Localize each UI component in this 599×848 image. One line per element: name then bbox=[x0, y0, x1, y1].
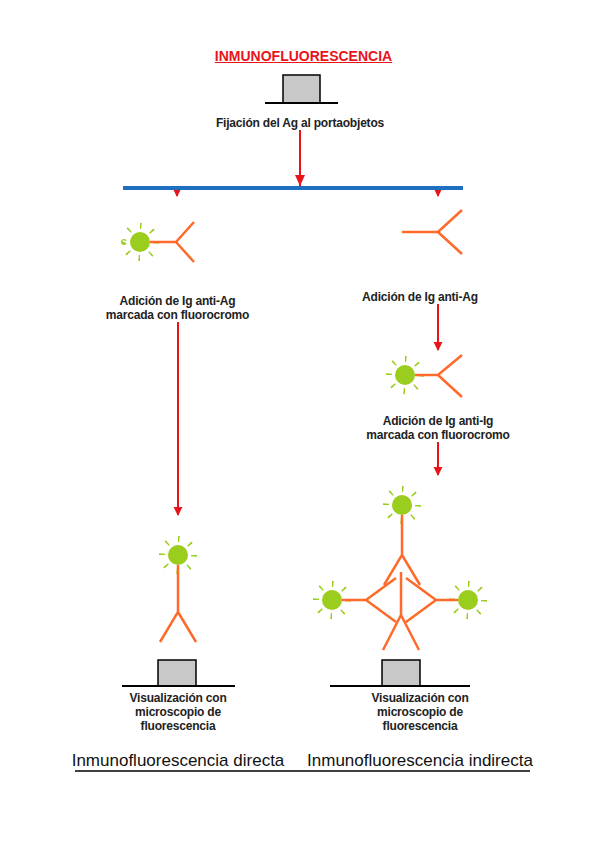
step-caption: Visualización con microscopio de fluores… bbox=[98, 691, 258, 733]
fluorochrome-glow bbox=[386, 489, 418, 521]
fluorochrome-glow bbox=[162, 539, 194, 571]
diagram-title: INMUNOFLUORESCENCIA bbox=[0, 48, 599, 64]
fluorochrome bbox=[458, 590, 478, 610]
step-caption: Adición de Ig anti-Ag bbox=[345, 290, 495, 304]
step-box: Visualización con microscopio de fluores… bbox=[290, 475, 550, 771]
arrow-head bbox=[295, 175, 305, 186]
fluorochrome bbox=[392, 495, 412, 515]
antibody-symbol bbox=[160, 565, 196, 642]
step-caption: Adición de Ig anti-Ig marcada con fluoro… bbox=[358, 414, 518, 442]
slide-line bbox=[265, 102, 338, 104]
step-box: Fijación del Ag al portaobjetos bbox=[190, 70, 410, 130]
antibody-symbol bbox=[383, 572, 419, 650]
step-box: Adición de Ig anti-Ag bbox=[345, 196, 495, 304]
step-caption: Fijación del Ag al portaobjetos bbox=[190, 116, 410, 130]
flow-arrow bbox=[177, 322, 179, 515]
antibody-symbol bbox=[384, 515, 420, 585]
step-box: Visualización con microscopio de fluores… bbox=[60, 515, 296, 771]
heading-rule bbox=[75, 770, 530, 772]
step-caption: Adición de Ig anti-Ag marcada con fluoro… bbox=[103, 294, 253, 322]
antibody-symbol bbox=[402, 210, 462, 254]
fluorochrome-glow bbox=[389, 359, 421, 391]
antibody-symbol bbox=[415, 355, 462, 397]
step-box: Adición de Ig anti-Ag marcada con fluoro… bbox=[95, 196, 260, 322]
fluorochrome-glow bbox=[124, 226, 156, 258]
slide-line bbox=[330, 685, 470, 687]
fluorochrome-glow bbox=[316, 584, 348, 616]
method-heading: Inmunofluorescencia directa bbox=[72, 751, 285, 771]
split-bar bbox=[123, 186, 463, 190]
fluorochrome bbox=[322, 590, 342, 610]
flow-arrow bbox=[437, 304, 439, 350]
method-heading: Inmunofluorescencia indirecta bbox=[307, 751, 533, 771]
step-caption: Visualización con microscopio de fluores… bbox=[340, 691, 500, 733]
fluorochrome bbox=[395, 365, 415, 385]
fluorochrome bbox=[168, 545, 188, 565]
antigen-block bbox=[158, 660, 196, 686]
step-box: Adición de Ig anti-Ig marcada con fluoro… bbox=[350, 350, 526, 442]
flow-arrow bbox=[300, 130, 438, 196]
antibody-symbol bbox=[406, 578, 458, 622]
flow-arrow bbox=[437, 442, 439, 475]
flow-arrow bbox=[177, 130, 300, 196]
fluorochrome-glow bbox=[452, 584, 484, 616]
slide-line bbox=[122, 685, 235, 687]
antibody-symbol bbox=[342, 578, 396, 622]
fluorochrome bbox=[130, 232, 150, 252]
antibody-symbol bbox=[150, 222, 194, 262]
antigen-block bbox=[382, 660, 420, 686]
antigen-block bbox=[283, 75, 320, 103]
